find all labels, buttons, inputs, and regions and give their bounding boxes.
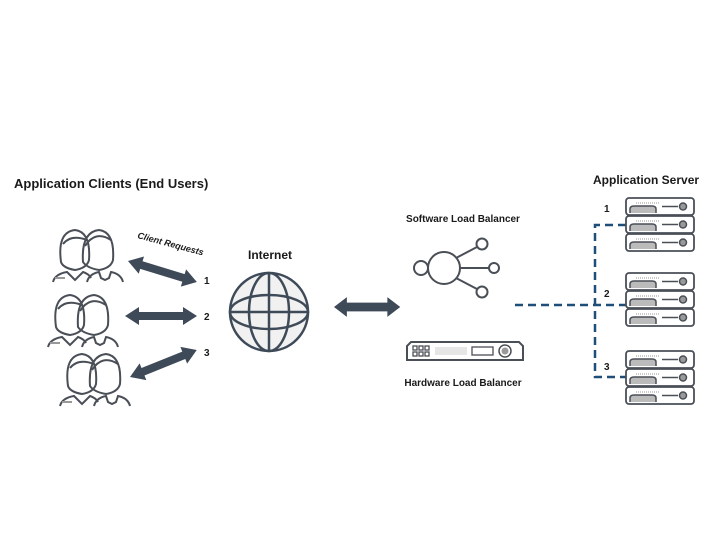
server-stack-3 xyxy=(625,350,695,405)
server-number-1: 1 xyxy=(604,204,610,215)
software-lb-label: Software Load Balancer xyxy=(406,214,520,225)
client-requests-label: Client Requests xyxy=(136,230,204,257)
hardware-lb-device-icon xyxy=(406,341,524,361)
request-arrow-1 xyxy=(125,252,200,291)
user-group-icon-2 xyxy=(47,294,119,348)
internet-label: Internet xyxy=(248,248,292,262)
software-lb-hub-icon xyxy=(413,237,500,299)
lb-server-links xyxy=(515,223,626,379)
request-arrow-3 xyxy=(126,341,201,386)
internet-lb-arrow xyxy=(334,297,401,317)
server-number-2: 2 xyxy=(604,289,610,300)
user-group-icon-3 xyxy=(59,353,131,407)
server-stack-2 xyxy=(625,272,695,327)
request-number-2: 2 xyxy=(204,312,210,323)
request-number-3: 3 xyxy=(204,348,210,359)
server-stack-1 xyxy=(625,197,695,252)
servers-title: Application Server xyxy=(593,173,699,187)
server-number-3: 3 xyxy=(604,362,610,373)
user-group-icon-1 xyxy=(52,229,124,283)
globe-icon xyxy=(228,271,310,353)
request-number-1: 1 xyxy=(204,276,210,287)
request-arrow-2 xyxy=(125,307,197,325)
clients-title: Application Clients (End Users) xyxy=(14,176,208,191)
hardware-lb-label: Hardware Load Balancer xyxy=(404,378,521,389)
